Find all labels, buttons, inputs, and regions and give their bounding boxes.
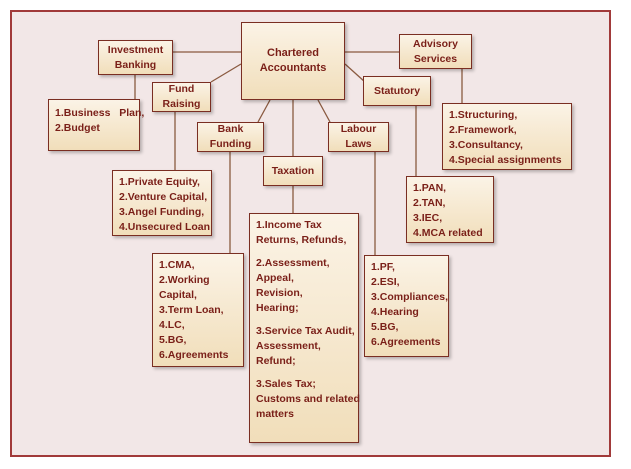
list-item: 2.TAN, — [413, 197, 446, 209]
category-taxation: Taxation — [263, 156, 323, 186]
bank-funding-label: Bank Funding — [209, 123, 252, 150]
list-item: 3.Angel Funding, — [119, 206, 205, 218]
fund-raising-label: Fund Raising — [162, 83, 201, 110]
list-item: 1.Structuring, — [449, 109, 518, 121]
category-advisory-services: Advisory Services — [399, 34, 472, 69]
list-item: 3.IEC, — [413, 212, 443, 224]
edge-root-bank-funding — [257, 99, 271, 123]
root-node-chartered-accountants: Chartered Accountants — [241, 22, 345, 100]
list-item: 2.Assessment, — [256, 257, 330, 269]
list-item: 1.CMA, — [159, 259, 195, 271]
list-item: Refund; — [256, 355, 296, 367]
labour-laws-label: Labour Laws — [340, 123, 377, 150]
list-item: matters — [256, 408, 294, 420]
list-item: 3.Compliances, — [371, 291, 449, 303]
details-advisory-services: 1.Structuring, 2.Framework, 3.Consultanc… — [442, 103, 572, 170]
list-item: 2.Budget — [55, 122, 100, 134]
list-item: Assessment, — [256, 340, 321, 352]
details-taxation: 1.Income Tax Returns, Refunds, 2.Assessm… — [249, 213, 360, 443]
investment-banking-label: Investment Banking — [107, 43, 164, 71]
statutory-label: Statutory — [373, 84, 421, 97]
list-item: 1.Business Plan, — [55, 107, 145, 119]
category-investment-banking: Investment Banking — [98, 40, 173, 75]
list-item: 1.Private Equity, — [119, 176, 200, 188]
list-item: 4.Special assignments — [449, 154, 562, 166]
list-item: Customs and related — [256, 393, 360, 405]
list-item: 4.LC, — [159, 319, 185, 331]
details-statutory: 1.PAN, 2.TAN, 3.IEC, 4.MCA related — [406, 176, 494, 243]
list-item: 3.Sales Tax; — [256, 378, 316, 390]
category-labour-laws: Labour Laws — [328, 122, 389, 152]
list-item: Capital, — [159, 289, 197, 301]
advisory-services-label: Advisory Services — [413, 37, 458, 65]
taxation-label: Taxation — [271, 164, 315, 177]
details-labour-laws: 1.PF, 2.ESI, 3.Compliances, 4.Hearing 5.… — [364, 255, 449, 357]
list-item: 5.BG, — [159, 334, 187, 346]
details-bank-funding: 1.CMA, 2.Working Capital, 3.Term Loan, 4… — [152, 253, 244, 367]
list-item: 3.Term Loan, — [159, 304, 224, 316]
list-item: 6.Agreements — [159, 349, 229, 361]
list-item: 4.Hearing — [371, 306, 419, 318]
root-label: Chartered Accountants — [259, 47, 327, 74]
category-bank-funding: Bank Funding — [197, 122, 264, 152]
edge-root-labour-laws — [317, 99, 331, 123]
list-item: 1.PAN, — [413, 182, 447, 194]
list-item: Revision, — [256, 287, 303, 299]
list-item: 2.Working — [159, 274, 210, 286]
list-item: 1.PF, — [371, 261, 395, 273]
list-item: Hearing; — [256, 302, 299, 314]
edge-root-fund-raising — [210, 63, 242, 83]
list-item: 3.Consultancy, — [449, 139, 523, 151]
list-item: 6.Agreements — [371, 336, 441, 348]
list-item: 4.Unsecured Loan — [119, 221, 211, 233]
list-item: 2.ESI, — [371, 276, 400, 288]
list-item: 1.Income Tax — [256, 219, 322, 231]
list-item: Appeal, — [256, 272, 294, 284]
list-item: 4.MCA related — [413, 227, 483, 239]
list-item: 5.BG, — [371, 321, 399, 333]
category-fund-raising: Fund Raising — [152, 82, 211, 112]
list-item: 3.Service Tax Audit, — [256, 325, 355, 337]
list-item: Returns, Refunds, — [256, 234, 347, 246]
edge-root-statutory — [344, 63, 366, 83]
list-item: 2.Framework, — [449, 124, 517, 136]
details-investment-banking: 1.Business Plan, 2.Budget — [48, 99, 145, 151]
category-statutory: Statutory — [363, 76, 431, 106]
details-fund-raising: 1.Private Equity, 2.Venture Capital, 3.A… — [112, 170, 212, 236]
list-item: 2.Venture Capital, — [119, 191, 208, 203]
